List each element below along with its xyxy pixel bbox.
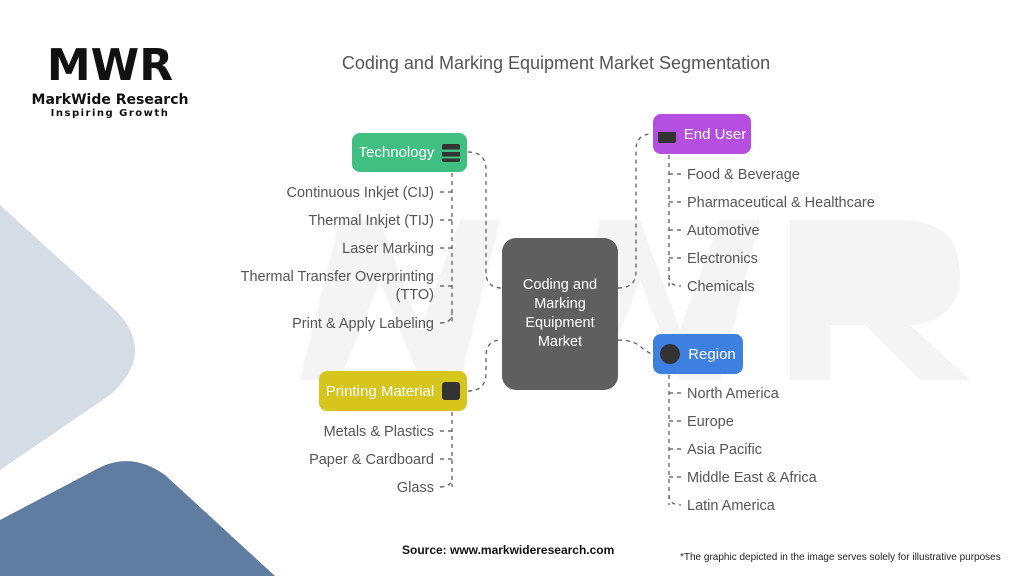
printing-material-label: Printing Material — [325, 382, 435, 400]
logo: MWR MarkWide Research Inspiring Growth — [30, 40, 190, 119]
globe-icon — [660, 344, 681, 364]
page-title: Coding and Marking Equipment Market Segm… — [341, 53, 771, 73]
list-item: Food & Beverage — [687, 167, 800, 183]
list-item: North America — [687, 386, 779, 402]
list-item: Laser Marking — [342, 241, 434, 257]
list-item: Chemicals — [687, 279, 755, 295]
list-item: Paper & Cardboard — [309, 452, 434, 468]
list-item: Print & Apply Labeling — [292, 316, 434, 332]
technology-node: Technology — [352, 133, 467, 172]
end-user-label: End User — [683, 125, 747, 143]
list-item: Europe — [687, 414, 734, 430]
list-item: Thermal Transfer Overprinting (TTO) — [240, 269, 434, 303]
list-item: Pharmaceutical & Healthcare — [687, 195, 875, 211]
disclaimer-text: *The graphic depicted in the image serve… — [680, 552, 1001, 563]
list-item: Glass — [396, 480, 434, 496]
list-item: Metals & Plastics — [323, 424, 434, 440]
region-node: Region — [653, 334, 743, 374]
robot-arm-icon — [442, 143, 461, 162]
containers-icon — [442, 382, 461, 400]
brand-tagline: Inspiring Growth — [50, 108, 170, 119]
list-item: Automotive — [687, 223, 760, 239]
center-node: Coding and Marking Equipment Market — [502, 238, 618, 390]
technology-label: Technology — [358, 144, 435, 161]
factory-icon — [657, 125, 676, 143]
list-item: Latin America — [687, 498, 775, 514]
logo-mark: MWR — [46, 40, 174, 91]
source-text: Source: www.markwideresearch.com — [402, 543, 615, 557]
list-item: Asia Pacific — [687, 442, 762, 458]
list-item: Continuous Inkjet (CIJ) — [286, 185, 434, 201]
list-item: Thermal Inkjet (TIJ) — [308, 213, 434, 229]
printing-material-node: Printing Material — [319, 371, 467, 411]
end-user-node: End User — [653, 114, 751, 154]
list-item: Middle East & Africa — [687, 470, 817, 486]
brand-name: MarkWide Research — [31, 92, 189, 108]
region-label: Region — [688, 345, 736, 363]
list-item: Electronics — [687, 251, 758, 267]
